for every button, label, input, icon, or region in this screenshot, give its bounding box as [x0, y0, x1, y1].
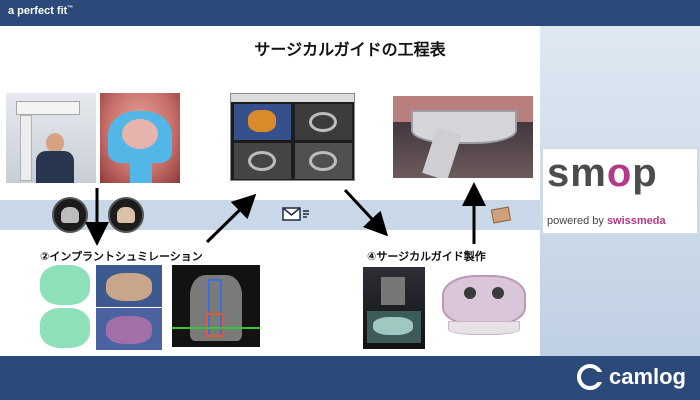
smop-logo-card: smop powered by swissmeda [542, 148, 698, 234]
camlog-logo: camlog [577, 364, 686, 390]
camlog-ring-icon [577, 364, 603, 390]
footer-bar: camlog [0, 356, 700, 400]
arrow-down-step4 [345, 190, 384, 232]
arrow-up-step3 [207, 198, 252, 242]
powered-by-text: powered by swissmeda [547, 215, 666, 227]
smop-logo: smop [547, 151, 658, 196]
